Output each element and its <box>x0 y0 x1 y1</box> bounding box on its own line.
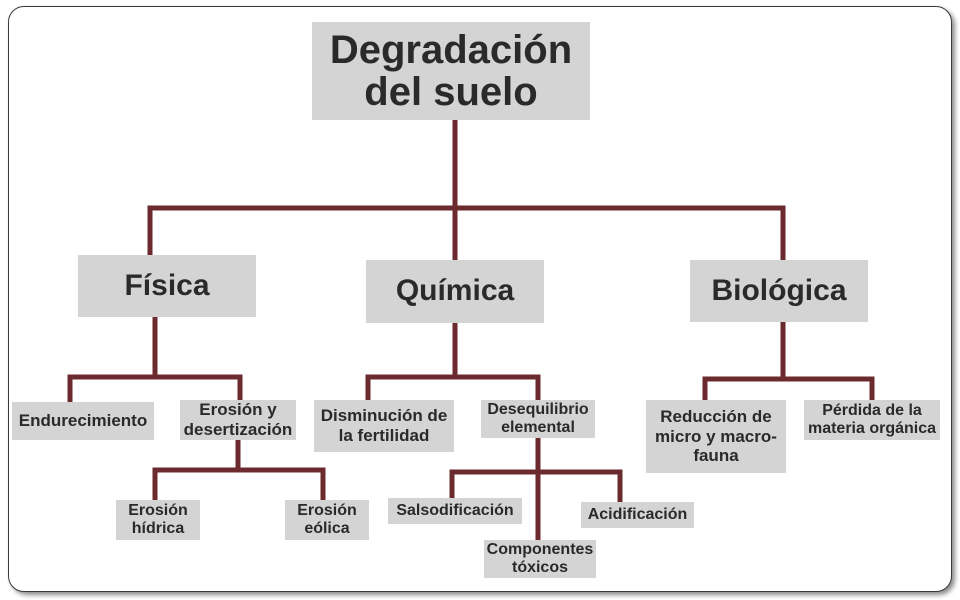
node-erosion-desertizacion: Erosión y desertización <box>180 400 296 440</box>
reduccion-line2: micro y macro- <box>655 426 777 446</box>
node-acidificacion: Acidificación <box>581 502 694 528</box>
erosion-eolica-line2: eólica <box>304 520 350 537</box>
erosion-line2: desertización <box>183 420 293 439</box>
node-erosion-hidrica: Erosión hídrica <box>116 500 200 540</box>
erosion-hidrica-line2: hídrica <box>131 520 185 537</box>
node-desequilibrio-elemental: Desequilibrio elemental <box>481 400 595 438</box>
reduccion-line1: Reducción de <box>660 407 772 427</box>
root-node: Degradación del suelo <box>312 22 590 120</box>
reduccion-line3: fauna <box>693 446 739 466</box>
erosion-hidrica-line1: Erosión <box>128 501 188 519</box>
erosion-line1: Erosión y <box>199 400 277 420</box>
disminucion-line1: Disminución de <box>320 406 448 426</box>
node-reduccion-fauna: Reducción de micro y macro- fauna <box>646 400 786 473</box>
disminucion-line2: la fertilidad <box>338 426 430 445</box>
componentes-line2: tóxicos <box>511 559 568 576</box>
node-componentes-toxicos: Componentes tóxicos <box>484 540 596 578</box>
desequilibrio-line2: elemental <box>501 419 575 436</box>
node-erosion-eolica: Erosión eólica <box>285 500 369 540</box>
perdida-line1: Pérdida de la <box>822 401 922 419</box>
node-endurecimiento: Endurecimiento <box>12 402 154 440</box>
node-salsodificacion: Salsodificación <box>388 498 522 524</box>
componentes-line1: Componentes <box>486 540 594 558</box>
category-quimica: Química <box>366 260 544 323</box>
perdida-line2: materia orgánica <box>807 420 937 437</box>
node-disminucion-fertilidad: Disminución de la fertilidad <box>314 400 454 452</box>
root-title-line2: del suelo <box>364 70 538 114</box>
erosion-eolica-line1: Erosión <box>297 501 357 519</box>
desequilibrio-line1: Desequilibrio <box>487 400 589 418</box>
root-title-line1: Degradación <box>329 28 573 72</box>
category-fisica: Física <box>78 255 256 317</box>
node-perdida-materia-organica: Pérdida de la materia orgánica <box>804 400 940 440</box>
category-biologica: Biológica <box>690 260 868 322</box>
